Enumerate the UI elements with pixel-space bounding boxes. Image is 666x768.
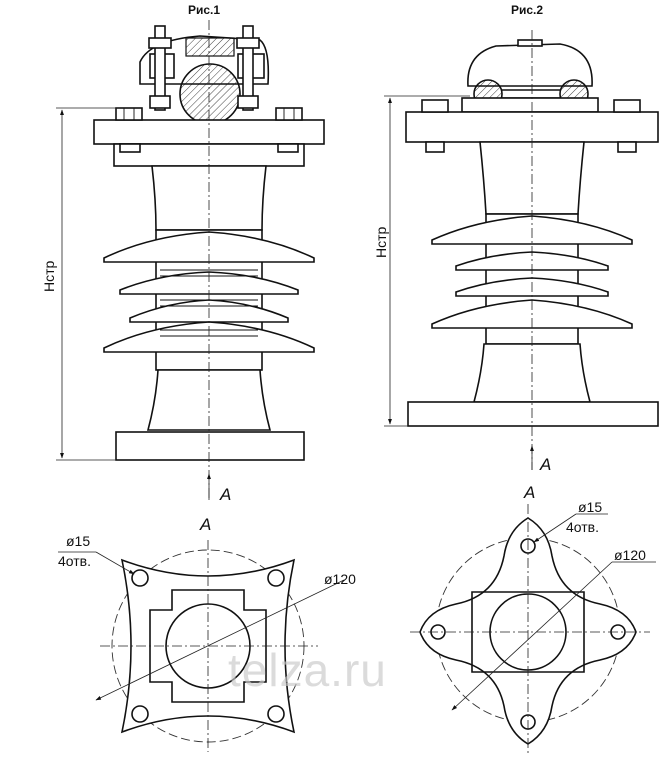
figure-2-title: Рис.2: [511, 3, 543, 17]
figure-1: Рис.1: [41, 3, 325, 504]
fig2-view-letter: A: [539, 455, 551, 474]
mounting-hole: [267, 705, 285, 723]
view-a-fig2: A ø15 4отв. ø120: [410, 483, 656, 754]
watermark: telza.ru: [228, 644, 387, 696]
view-a-fig2-hole-diameter: ø15: [578, 499, 602, 515]
fig1-height-dimension: [56, 107, 120, 461]
fig1-view-letter: A: [219, 485, 231, 504]
figure-2: Рис.2: [373, 3, 659, 474]
fig1-clamp: [139, 25, 270, 125]
fig2-height-dimension: [384, 95, 470, 427]
view-a-fig1-inner-boss: [149, 589, 267, 703]
view-a-fig1-hole-diameter: ø15: [66, 533, 90, 549]
fig2-cap: [461, 39, 599, 113]
view-a-fig1-mounting-holes: [131, 569, 285, 723]
mounting-hole: [267, 569, 285, 587]
fig1-height-label: Hстр: [41, 260, 57, 292]
figure-1-title: Рис.1: [188, 3, 220, 17]
view-a-fig2-letter: A: [523, 483, 535, 502]
mounting-hole: [131, 705, 149, 723]
view-a-fig1-pcd-diameter: ø120: [324, 571, 356, 587]
view-a-fig1: A ø15 4отв. ø120: [58, 515, 356, 752]
view-a-fig2-hole-count: 4отв.: [566, 519, 599, 535]
fig2-height-label: Hстр: [373, 226, 389, 258]
fig2-base-flange: [407, 401, 659, 427]
fig1-base-flange: [115, 431, 305, 461]
mounting-hole: [131, 569, 149, 587]
view-a-fig2-pcd-diameter: ø120: [614, 547, 646, 563]
view-a-fig1-letter: A: [199, 515, 211, 534]
view-a-fig1-hole-count: 4отв.: [58, 553, 91, 569]
